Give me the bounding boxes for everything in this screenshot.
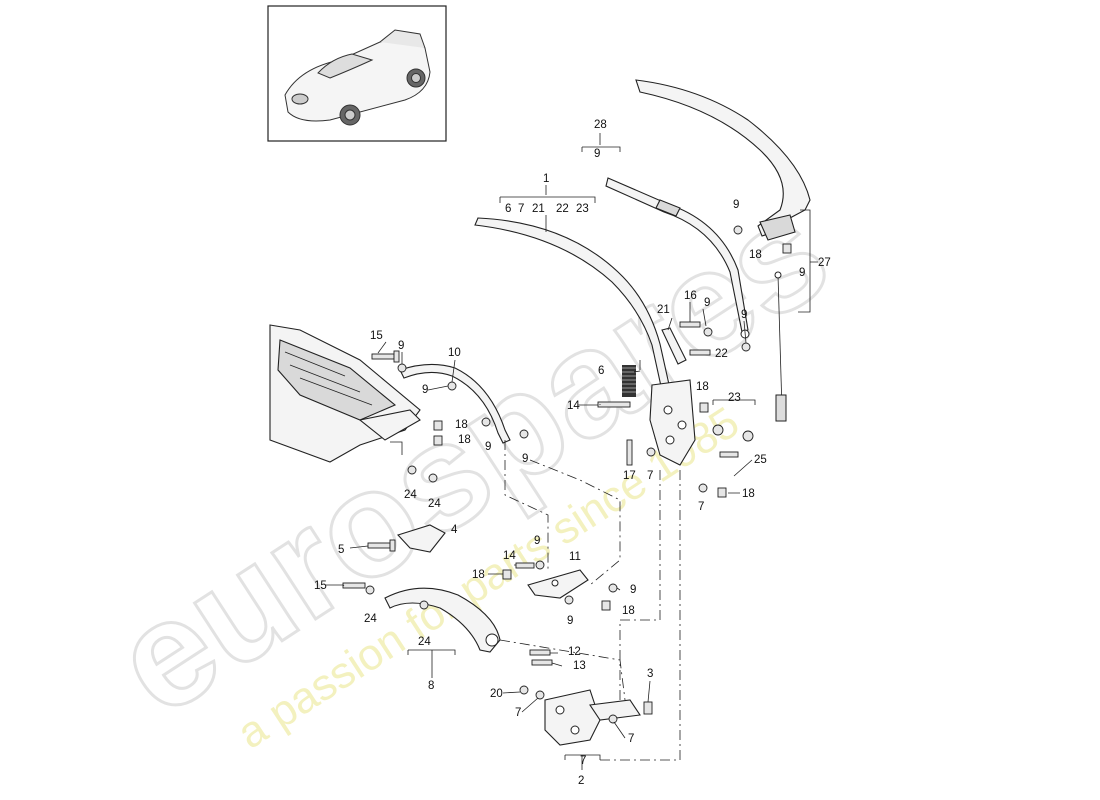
callout-7: 7 [628,733,634,745]
callout-18: 18 [696,381,709,393]
callout-5: 5 [338,544,344,556]
callout-14: 14 [567,400,580,412]
callout-15: 15 [370,330,383,342]
callout-9: 9 [485,441,491,453]
callout-17: 17 [623,470,636,482]
callout-6: 6 [598,365,604,377]
watermark: eurospares a passion for parts since 198… [84,164,857,758]
callout-23: 23 [576,203,589,215]
callout-16: 16 [684,290,697,302]
watermark-brand: eurospares [86,165,856,746]
callout-9: 9 [741,309,747,321]
hinge-bracket-right [649,379,696,466]
callout-24: 24 [364,613,377,625]
callout-22: 22 [715,348,728,360]
callout-23: 23 [728,392,741,404]
callout-18: 18 [622,605,635,617]
bracket-4 [397,524,446,553]
callout-9: 9 [733,199,739,211]
leader-lines [390,133,818,770]
callout-8: 8 [428,680,434,692]
callout-7: 7 [515,707,521,719]
callout-18: 18 [458,434,471,446]
callout-9: 9 [630,584,636,596]
rear-trim-panel [269,324,421,463]
callout-11: 11 [569,551,581,563]
callout-18: 18 [749,249,762,261]
callout-9: 9 [522,453,528,465]
tension-cable [774,271,787,422]
callout-labels: 28 9 1 6 7 21 22 23 9 18 27 9 16 9 9 21 … [314,119,831,787]
callout-1: 1 [543,173,549,185]
callout-12: 12 [568,646,581,658]
lower-hinge-2 [544,689,641,746]
callout-15: 15 [314,580,327,592]
callout-24: 24 [428,498,441,510]
callout-13: 13 [573,660,586,672]
callout-7: 7 [580,755,586,767]
car-roadster-icon [284,29,431,126]
callout-9: 9 [594,148,600,160]
assembly-lines [499,440,681,761]
pointer-lines [326,302,753,739]
callout-7: 7 [647,470,653,482]
callout-10: 10 [448,347,461,359]
callout-18: 18 [742,488,755,500]
hardware-items [342,225,792,724]
front-roof-bow [635,79,811,241]
callout-24: 24 [418,636,431,648]
callout-7: 7 [518,203,524,215]
callout-4: 4 [451,524,458,536]
callout-9: 9 [704,297,710,309]
hydraulic-arm-10 [399,363,511,444]
callout-21: 21 [657,304,670,316]
callout-9: 9 [422,384,428,396]
callout-22: 22 [556,203,569,215]
callout-6: 6 [505,203,511,215]
callout-3: 3 [647,668,653,680]
callout-18: 18 [472,569,485,581]
spring-6 [622,365,636,397]
callout-27: 27 [818,257,831,269]
callout-28: 28 [594,119,607,131]
callout-9: 9 [567,615,573,627]
strap-21 [661,327,687,365]
bracket-11 [527,569,589,599]
callout-14: 14 [503,550,516,562]
callout-9: 9 [799,267,805,279]
callout-24: 24 [404,489,417,501]
callout-9: 9 [398,340,404,352]
callout-2: 2 [578,775,584,787]
callout-9: 9 [534,535,540,547]
callout-25: 25 [754,454,767,466]
callout-7: 7 [698,501,704,513]
callout-21: 21 [532,203,545,215]
thumbnail-box [267,5,447,142]
callout-20: 20 [490,688,503,700]
callout-18: 18 [455,419,468,431]
